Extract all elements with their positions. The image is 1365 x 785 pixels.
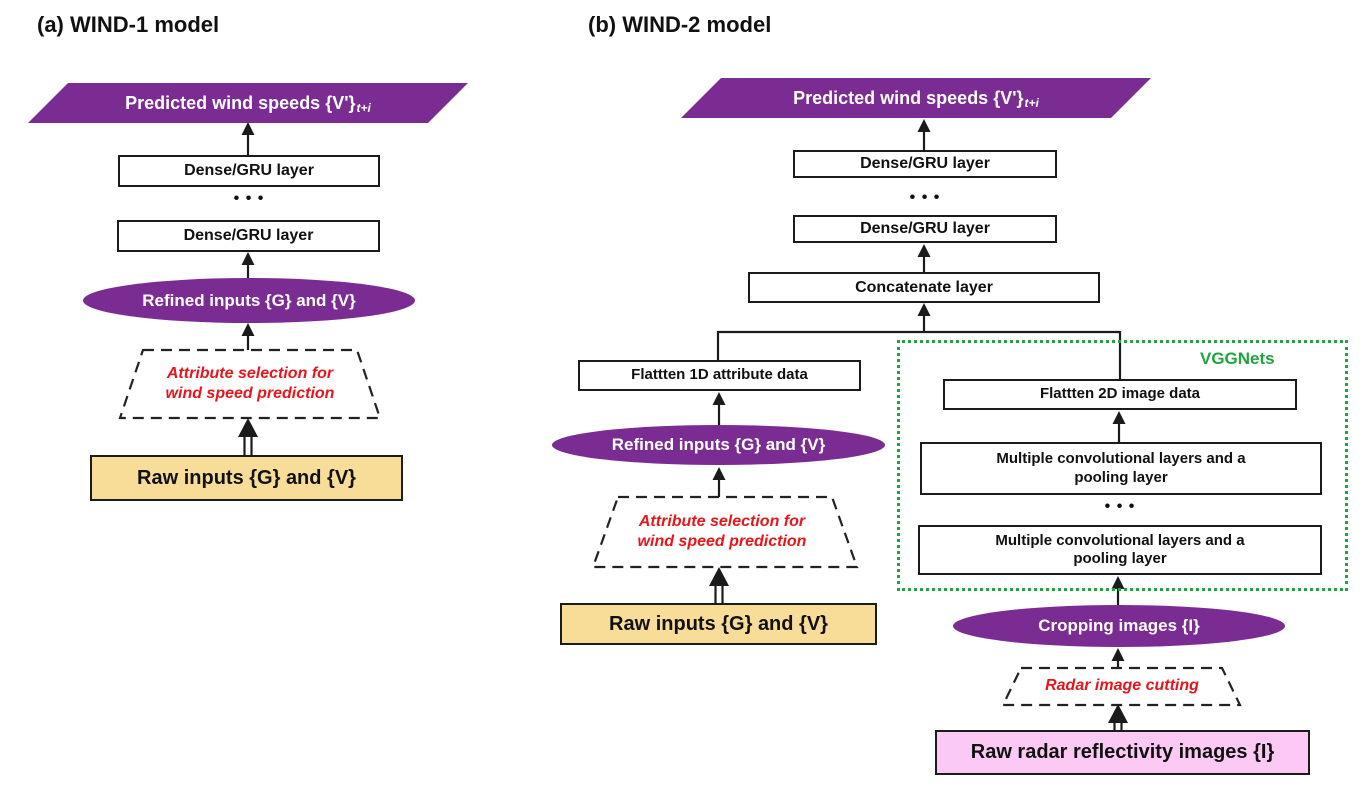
arrowhead bbox=[917, 119, 931, 132]
arrowhead bbox=[241, 252, 255, 265]
conv-pooling-bottom-line1: Multiple convolutional layers and a bbox=[995, 531, 1245, 549]
arrowhead bbox=[917, 303, 931, 316]
dense-gru-layer-bottom-b-label: Dense/GRU layer bbox=[860, 220, 990, 238]
concatenate-layer-label: Concatenate layer bbox=[855, 278, 993, 296]
attribute-selection-a-line2: wind speed prediction bbox=[165, 385, 335, 402]
arrowhead bbox=[1112, 411, 1126, 424]
arrowhead bbox=[712, 467, 726, 480]
conv-pooling-bottom-line2: pooling layer bbox=[1073, 550, 1167, 567]
cropping-images-label: Cropping images {I} bbox=[1038, 616, 1200, 635]
vggnets-label: VGGNets bbox=[1200, 349, 1275, 368]
dense-gru-layer-top-b: Dense/GRU layer bbox=[793, 150, 1057, 178]
output-label-b-text: Predicted wind speeds {V'} bbox=[793, 87, 1024, 108]
trapezoid-attribute-selection-a bbox=[118, 348, 382, 420]
output-label-a-text: Predicted wind speeds {V'} bbox=[125, 92, 356, 113]
arrowhead bbox=[241, 323, 255, 336]
dense-gru-layer-bottom-a: Dense/GRU layer bbox=[117, 220, 380, 252]
double-arrowhead bbox=[238, 418, 258, 437]
flatten-1d-box: Flattten 1D attribute data bbox=[578, 360, 861, 391]
attribute-selection-a-line1: Attribute selection for bbox=[166, 365, 334, 382]
attribute-selection-b-line1: Attribute selection for bbox=[638, 513, 806, 530]
arrowhead bbox=[241, 122, 255, 135]
hidden-layers-ellipsis-a: • • • bbox=[233, 190, 265, 207]
refined-inputs-a-label: Refined inputs {G} and {V} bbox=[142, 290, 356, 310]
radar-cutting-text: Radar image cutting bbox=[1045, 677, 1199, 694]
arrowhead bbox=[1111, 576, 1125, 589]
dense-gru-layer-bottom-b: Dense/GRU layer bbox=[793, 215, 1057, 243]
conv-pooling-box-top: Multiple convolutional layers and a pool… bbox=[920, 442, 1322, 495]
attribute-selection-b-line2: wind speed prediction bbox=[637, 533, 807, 550]
flatten-2d-box: Flattten 2D image data bbox=[943, 379, 1297, 410]
raw-inputs-box-a: Raw inputs {G} and {V} bbox=[90, 455, 403, 501]
arrowhead bbox=[712, 392, 726, 405]
refined-inputs-b-label: Refined inputs {G} and {V} bbox=[611, 435, 826, 454]
dense-gru-layer-bottom-a-label: Dense/GRU layer bbox=[183, 227, 314, 245]
attribute-selection-label-a: Attribute selection for wind speed predi… bbox=[135, 356, 365, 412]
vggnets-dotted-border bbox=[897, 340, 1348, 591]
double-arrowhead bbox=[1108, 704, 1128, 723]
raw-inputs-box-b: Raw inputs {G} and {V} bbox=[560, 603, 877, 645]
output-label-a-subscript: t+i bbox=[356, 101, 371, 115]
dense-gru-layer-top-a-label: Dense/GRU layer bbox=[184, 162, 314, 180]
diagram-b-title: (b) WIND-2 model bbox=[588, 12, 772, 37]
attribute-selection-label-b: Attribute selection for wind speed predi… bbox=[607, 505, 837, 559]
conv-pooling-box-bottom: Multiple convolutional layers and a pool… bbox=[918, 525, 1322, 575]
flatten-1d-label: Flattten 1D attribute data bbox=[631, 366, 808, 384]
raw-radar-box: Raw radar reflectivity images {I} bbox=[935, 730, 1310, 775]
trapezoid-attribute-selection-b bbox=[591, 495, 859, 569]
output-label-b-subscript: t+i bbox=[1024, 96, 1039, 110]
refined-inputs-ellipse-b: Refined inputs {G} and {V} bbox=[552, 425, 885, 465]
output-label-b: Predicted wind speeds {V'}t+i bbox=[701, 78, 1131, 118]
trapezoid-radar-cutting bbox=[1001, 666, 1242, 707]
arrowhead bbox=[917, 244, 931, 257]
raw-radar-label: Raw radar reflectivity images {I} bbox=[970, 741, 1275, 763]
conv-pooling-top-line2: pooling layer bbox=[1074, 468, 1168, 486]
hidden-layers-ellipsis-b: • • • bbox=[909, 189, 941, 206]
raw-inputs-b-label: Raw inputs {G} and {V} bbox=[609, 612, 828, 635]
flatten-2d-label: Flattten 2D image data bbox=[1039, 385, 1201, 403]
refined-inputs-ellipse-a: Refined inputs {G} and {V} bbox=[83, 278, 415, 323]
double-arrowhead bbox=[709, 567, 729, 586]
output-label-a: Predicted wind speeds {V'}t+i bbox=[48, 83, 448, 123]
conv-pooling-top-line1: Multiple convolutional layers and a bbox=[996, 450, 1246, 468]
conv-layers-ellipsis: • • • bbox=[1104, 498, 1136, 515]
raw-inputs-a-label: Raw inputs {G} and {V} bbox=[137, 466, 356, 489]
radar-cutting-label: Radar image cutting bbox=[1022, 672, 1222, 700]
diagram-a-title: (a) WIND-1 model bbox=[37, 12, 220, 37]
dense-gru-layer-top-a: Dense/GRU layer bbox=[118, 155, 380, 187]
concatenate-layer-box: Concatenate layer bbox=[748, 272, 1100, 303]
cropping-images-ellipse: Cropping images {I} bbox=[953, 605, 1285, 647]
dense-gru-layer-top-b-label: Dense/GRU layer bbox=[860, 155, 990, 173]
arrowhead bbox=[1111, 648, 1125, 661]
